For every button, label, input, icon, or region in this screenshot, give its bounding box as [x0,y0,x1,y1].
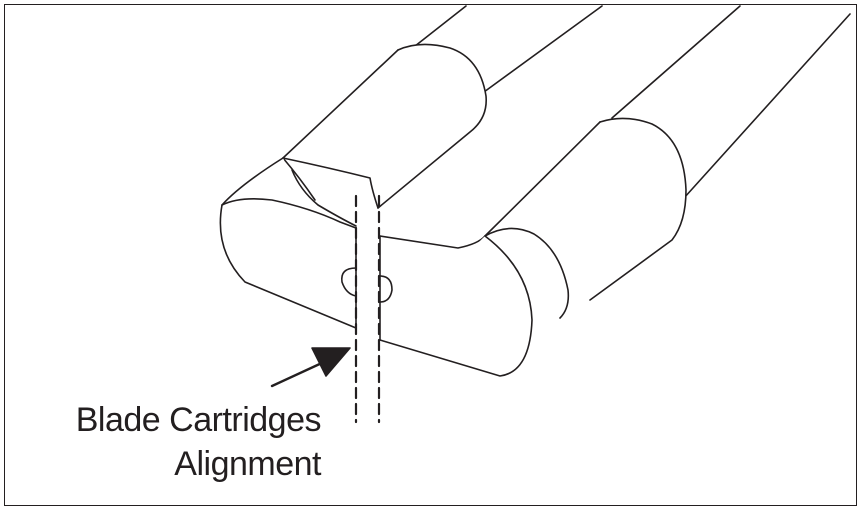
blade-cartridge-right [379,5,851,377]
alignment-guide-lines [354,194,381,424]
caption-line-2: Alignment [174,445,321,483]
diagram-frame [4,4,857,506]
alignment-caption: Blade Cartridges Alignment [75,398,322,486]
caption-line-1: Blade Cartridges [75,401,322,439]
blade-cartridge-left [219,5,603,329]
alignment-arrow-icon [270,347,351,388]
